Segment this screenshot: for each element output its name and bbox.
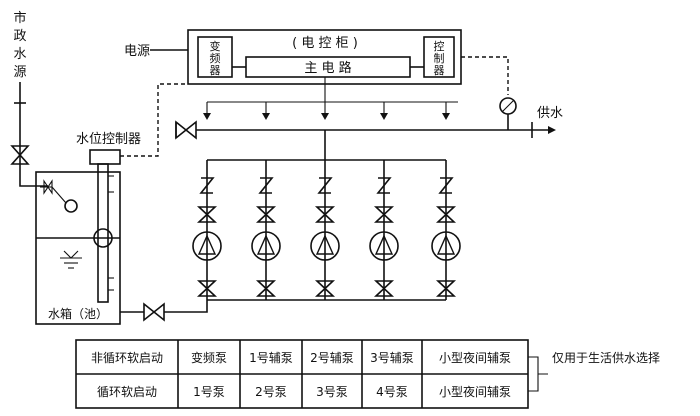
pump-group: [192, 130, 461, 301]
pump-branch-5: [431, 160, 461, 300]
svg-text:源: 源: [13, 65, 26, 80]
row-1-cell-2: 1号辅泵: [249, 351, 293, 365]
water-tank: [35, 171, 121, 325]
row-2-cell-4: 4号泵: [376, 385, 408, 399]
row-1-cell-1: 变频泵: [191, 350, 227, 365]
pump-branch-3: [310, 160, 340, 300]
svg-text:器: 器: [210, 64, 221, 77]
svg-text:制: 制: [434, 52, 445, 65]
row-2-cell-1: 1号泵: [193, 385, 225, 399]
inlet-valve-icon: [10, 145, 30, 165]
level-controller-label: 水位控制器: [76, 132, 141, 147]
mode-table: [75, 339, 529, 409]
row-1-cell-5: 小型夜间辅泵: [439, 350, 511, 365]
header-valve-icon: [175, 120, 197, 140]
pressure-gauge-icon: [499, 97, 517, 130]
controller-label: 控 制 器: [434, 39, 445, 77]
motor-feed-arrows: [203, 77, 458, 120]
controller-box: [423, 36, 455, 78]
row-2-cell-5: 小型夜间辅泵: [439, 384, 511, 399]
svg-text:变: 变: [210, 39, 221, 53]
svg-text:政: 政: [13, 29, 26, 44]
pressure-signal-line: [461, 56, 509, 95]
row-2-cell-2: 2号泵: [255, 385, 287, 399]
pump-branch-2: [251, 160, 281, 300]
main-circuit-label: 主 电 路: [304, 60, 351, 76]
level-controller-icon: [89, 149, 121, 303]
inverter-label: 变 频 器: [210, 39, 221, 77]
note-bracket: [528, 356, 548, 392]
level-signal-line: [120, 83, 188, 157]
svg-text:控: 控: [434, 39, 445, 53]
row-1-mode: 非循环软启动: [91, 351, 163, 365]
svg-text:频: 频: [210, 51, 221, 65]
svg-text:水: 水: [13, 47, 26, 62]
municipal-source-label: 市 政 水 源: [13, 10, 26, 80]
table-note: 仅用于生活供水选择: [552, 351, 660, 365]
cabinet-label: ( 电 控 柜 ): [292, 36, 358, 51]
row-2-mode: 循环软启动: [97, 385, 157, 399]
pump-branch-4: [369, 160, 399, 300]
inverter-box: [197, 36, 233, 78]
supply-header-pipe: [175, 122, 556, 138]
water-supply-label: 供水: [537, 106, 563, 121]
svg-text:市: 市: [13, 10, 26, 26]
suction-valve-icon: [143, 302, 165, 322]
suction-pipe: [120, 300, 208, 313]
row-1-cell-4: 3号辅泵: [370, 351, 414, 365]
row-1-cell-3: 2号辅泵: [310, 351, 354, 365]
pump-branch-1: [192, 160, 222, 300]
power-source-label: 电源: [124, 44, 150, 59]
svg-text:器: 器: [434, 64, 445, 77]
table-row-2: 循环软启动 1号泵 2号泵 3号泵 4号泵 小型夜间辅泵: [97, 384, 511, 399]
table-row-1: 非循环软启动 变频泵 1号辅泵 2号辅泵 3号辅泵 小型夜间辅泵: [91, 350, 511, 365]
row-2-cell-3: 3号泵: [316, 385, 348, 399]
float-valve-icon: [40, 179, 78, 213]
tank-label: 水箱（池）: [48, 306, 108, 321]
inlet-pipe: [14, 82, 48, 187]
